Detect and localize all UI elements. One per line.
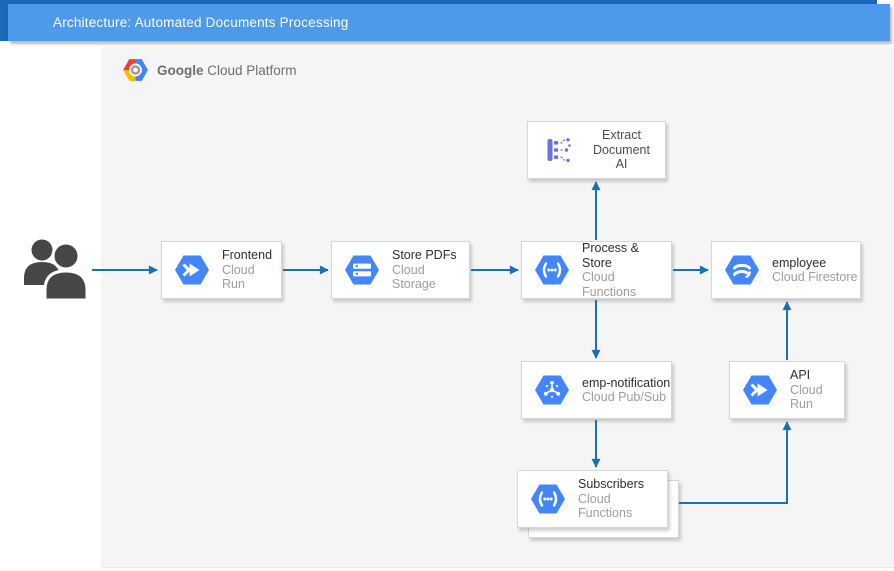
node-title: API — [790, 368, 811, 383]
node-title: Subscribers — [578, 477, 644, 492]
document-ai-icon — [541, 135, 575, 165]
node-title: Extract — [602, 128, 641, 143]
node-subtitle: Cloud Firestore — [772, 270, 858, 284]
node-subtitle: Document AI — [593, 142, 650, 172]
node-title: Process & Store — [582, 241, 639, 270]
node-subtitle: Cloud Run — [790, 382, 823, 412]
node-title: emp-notification — [582, 375, 671, 390]
cloud-pubsub-icon — [535, 375, 569, 405]
cloud-run-icon — [175, 255, 209, 285]
node-title: Frontend — [222, 248, 273, 263]
cloud-functions-icon — [535, 255, 569, 285]
diagram-title: Architecture: Automated Documents Proces… — [53, 15, 349, 30]
users-icon — [20, 237, 92, 306]
node-title: Store PDFs — [392, 248, 457, 263]
cloud-firestore-icon — [725, 255, 759, 285]
node-subtitle: Cloud Pub/Sub — [582, 390, 667, 404]
cloud-storage-icon — [345, 255, 379, 285]
google-cloud-logo-icon — [122, 58, 149, 82]
node-subtitle: Cloud Storage — [392, 262, 436, 292]
node-subtitle: Cloud Run — [222, 262, 255, 292]
gcp-platform-container — [101, 47, 894, 568]
title-banner: Architecture: Automated Documents Proces… — [8, 4, 890, 41]
node-subtitle: Cloud Functions — [582, 270, 637, 299]
gcp-brand-rest: Cloud Platform — [203, 62, 297, 78]
gcp-brand-label: Google Cloud Platform — [157, 63, 297, 78]
cloud-functions-icon — [531, 484, 565, 514]
cloud-run-icon — [743, 375, 777, 405]
node-title: employee — [772, 255, 827, 270]
gcp-platform-header: Google Cloud Platform — [122, 58, 297, 82]
gcp-brand-google: Google — [157, 62, 204, 78]
node-subtitle: Cloud Functions — [578, 491, 633, 521]
